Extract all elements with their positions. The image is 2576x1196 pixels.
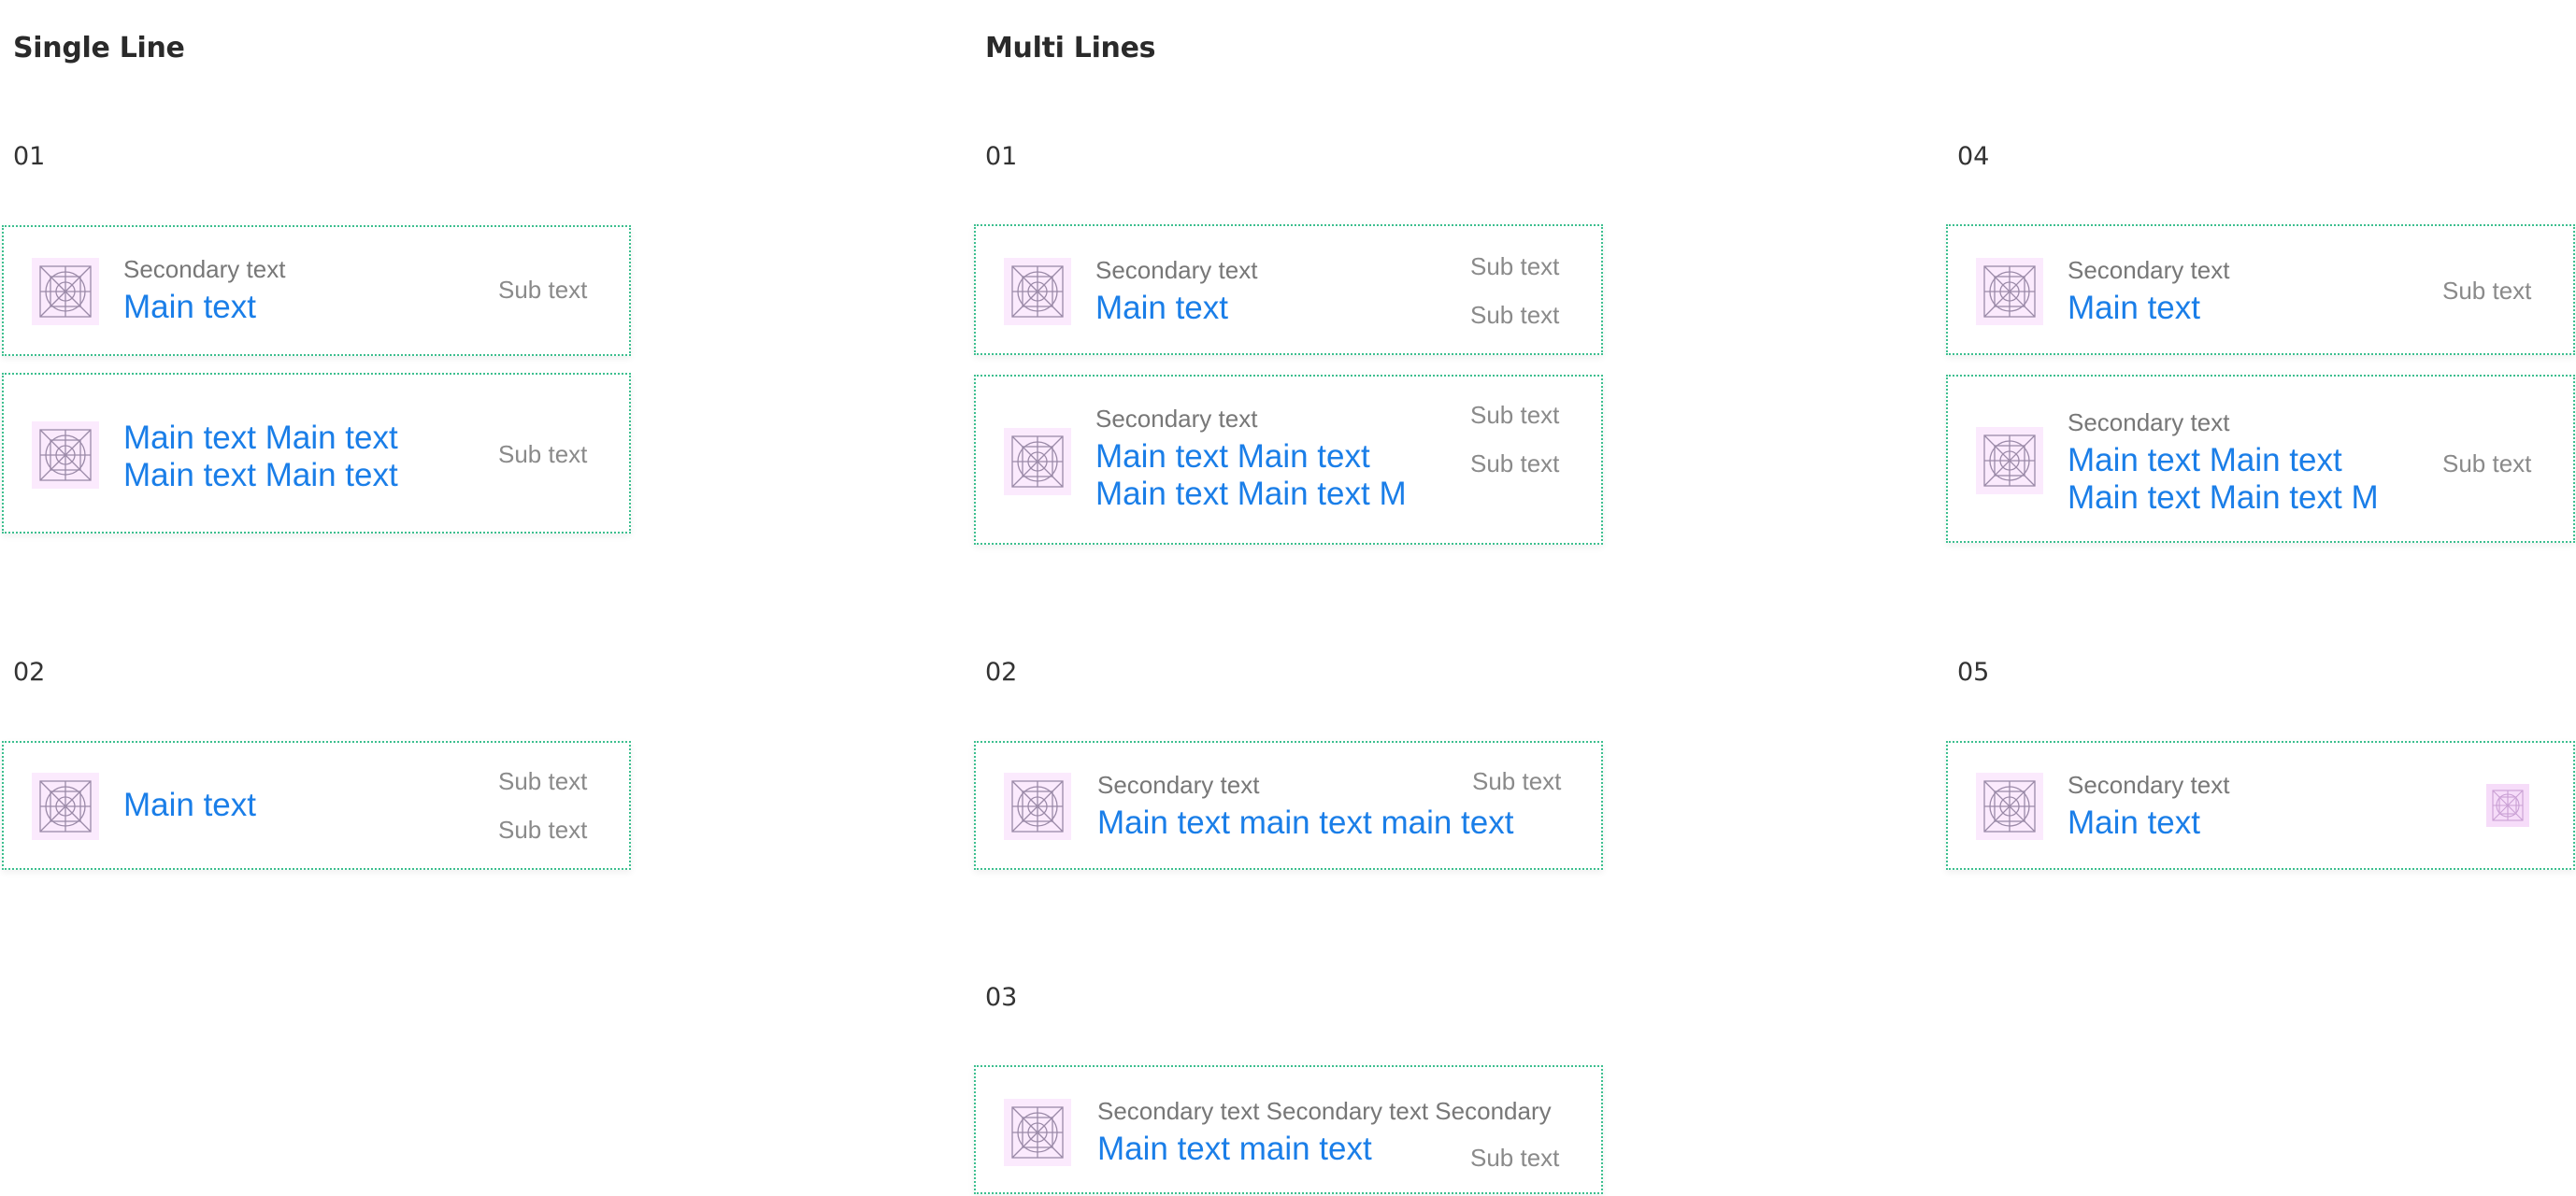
main-text-line-2: Main text Main text M [1095,476,1407,512]
sub-text: Sub text [498,440,588,468]
placeholder-grid-icon [1010,434,1065,489]
trailing-thumbnail[interactable] [2486,784,2529,827]
list-item-04a[interactable]: Secondary text Main text Sub text [1946,224,2575,355]
placeholder-grid-icon [1010,264,1065,319]
thumbnail [32,421,99,489]
main-text: Main text [2068,804,2200,841]
thumbnail [1976,427,2043,494]
right-number-05: 05 [1957,658,1990,687]
placeholder-grid-icon [1010,779,1065,833]
sub-text-2: Sub text [498,816,588,844]
multi-number-03: 03 [985,983,1018,1012]
multi-number-01: 01 [985,142,1018,171]
secondary-text: Secondary text [2068,408,2230,436]
list-item-single-02[interactable]: Main text Sub text Sub text [2,741,631,870]
secondary-text: Secondary text [123,255,286,283]
list-item-05[interactable]: Secondary text Main text [1946,741,2575,870]
placeholder-grid-icon [38,779,93,833]
thumbnail [1004,428,1071,495]
placeholder-grid-icon [1982,779,2037,833]
main-text: Main text main text [1097,1131,1372,1167]
placeholder-grid-icon [1982,264,2037,319]
secondary-text: Secondary text [1095,256,1258,284]
thumbnail [1004,258,1071,325]
thumbnail [1004,773,1071,840]
thumbnail [1976,773,2043,840]
secondary-text: Secondary text [2068,256,2230,284]
main-text-line-1: Main text Main text [123,420,398,456]
right-number-04: 04 [1957,142,1990,171]
secondary-text: Secondary text Secondary text Secondary [1097,1097,1552,1125]
section-title-multi-lines: Multi Lines [985,32,1156,64]
main-text-line-1: Main text Main text [1095,438,1370,475]
thumbnail [32,773,99,840]
placeholder-grid-icon [38,264,93,319]
sub-text-2: Sub text [1470,301,1560,329]
list-item-multi-02[interactable]: Secondary text Main text main text main … [974,741,1603,870]
main-text: Main text main text main text [1097,804,1514,841]
main-text: Main text [123,289,256,325]
placeholder-grid-icon [38,428,93,482]
main-text-line-1: Main text Main text [2068,442,2342,478]
sub-text: Sub text [498,276,588,304]
sub-text-2: Sub text [1470,449,1560,477]
single-number-02: 02 [13,658,46,687]
sub-text: Sub text [1470,1144,1560,1172]
list-item-single-01a[interactable]: Secondary text Main text Sub text [2,225,631,356]
section-title-single-line: Single Line [13,32,185,64]
single-number-01: 01 [13,142,46,171]
secondary-text: Secondary text [1095,405,1258,433]
sub-text-1: Sub text [1470,401,1560,429]
list-item-04b[interactable]: Secondary text Main text Main text Main … [1946,375,2575,543]
main-text: Main text [2068,290,2200,326]
sub-text-1: Sub text [1470,252,1560,280]
main-text: Main text [123,787,256,823]
secondary-text: Secondary text [1097,771,1260,799]
placeholder-grid-icon [1010,1105,1065,1160]
thumbnail [1976,258,2043,325]
placeholder-grid-icon-small [2491,789,2525,822]
sub-text: Sub text [2442,277,2532,305]
sub-text: Sub text [1472,767,1562,795]
thumbnail [1004,1099,1071,1166]
placeholder-grid-icon [1982,434,2037,488]
list-item-multi-03[interactable]: Secondary text Secondary text Secondary … [974,1065,1603,1194]
main-text-line-2: Main text Main text [123,457,398,493]
sub-text: Sub text [2442,449,2532,477]
multi-number-02: 02 [985,658,1018,687]
list-item-single-01b[interactable]: Main text Main text Main text Main text … [2,373,631,534]
main-text: Main text [1095,290,1228,326]
thumbnail [32,258,99,325]
list-item-multi-01a[interactable]: Secondary text Main text Sub text Sub te… [974,224,1603,355]
sub-text-1: Sub text [498,767,588,795]
main-text-line-2: Main text Main text M [2068,479,2379,516]
secondary-text: Secondary text [2068,771,2230,799]
list-item-multi-01b[interactable]: Secondary text Main text Main text Main … [974,375,1603,545]
